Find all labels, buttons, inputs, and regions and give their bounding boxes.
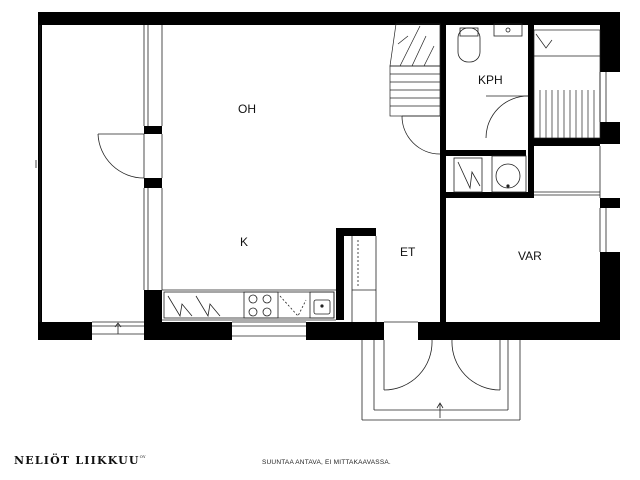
thin-lines [35, 25, 607, 421]
brand-name: NELIÖT LIIKKUU [14, 454, 140, 467]
kitchen-counter [163, 291, 335, 319]
room-label-oh: OH [238, 102, 256, 116]
fixtures [163, 23, 527, 319]
brand-logo: NELIÖT LIIKKUUOY [14, 454, 146, 467]
shower-icon [493, 23, 523, 37]
stove-icon [243, 291, 279, 319]
disclaimer-note: SUUNTAA ANTAVA, EI MITTAKAAVASSA. [262, 459, 391, 466]
walls [38, 12, 620, 340]
wall-top [38, 12, 620, 25]
room-label-k: K [240, 235, 248, 249]
brand-mark: OY [139, 454, 146, 459]
room-label-var: VAR [518, 249, 542, 263]
door-swings [97, 95, 529, 391]
washbasin-icon [491, 155, 527, 193]
room-label-et: ET [400, 245, 416, 259]
stairs [389, 23, 601, 139]
toilet-icon [457, 27, 481, 63]
room-label-kph: KPH [478, 73, 503, 87]
room-labels: OH K KPH ET VAR [238, 73, 542, 263]
sink-icon [309, 291, 335, 319]
